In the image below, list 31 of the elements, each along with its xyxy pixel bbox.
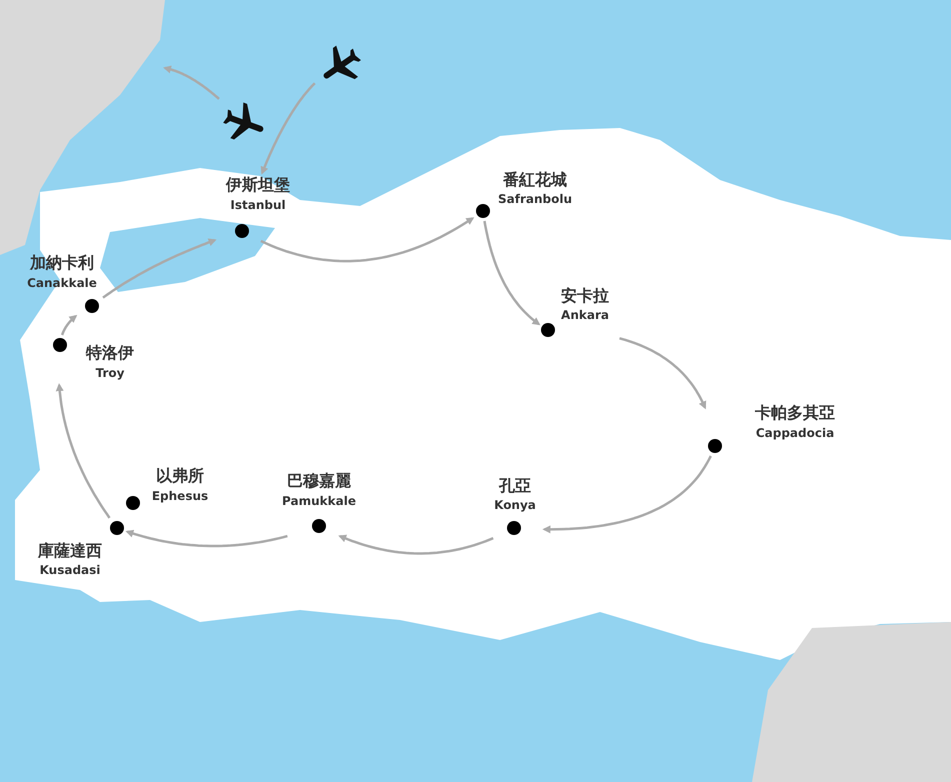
place-name: 孔亞 [499, 478, 531, 494]
place-name: 安卡拉 [561, 288, 609, 304]
route-arrow [125, 530, 288, 548]
route-arrow [260, 82, 316, 175]
place-name: 以弗所 [156, 468, 204, 484]
place-name: 庫薩達西 [38, 543, 102, 559]
place-name: 加納卡利 [30, 255, 94, 271]
place-name: Konya [494, 499, 536, 511]
place-name: Pamukkale [282, 495, 356, 507]
place-name: 特洛伊 [86, 345, 134, 361]
place-name: Safranbolu [498, 193, 572, 205]
place-name: 番紅花城 [503, 172, 567, 188]
place-name: 卡帕多其亞 [755, 405, 835, 421]
place-name: 巴穆嘉麗 [287, 473, 351, 489]
route-arrow [338, 534, 494, 555]
route-arrow [542, 455, 712, 534]
route-arrow [163, 66, 220, 100]
place-name: Ephesus [152, 490, 208, 502]
place-name: Cappadocia [756, 427, 834, 439]
place-name: Troy [96, 367, 124, 379]
place-name: Istanbul [230, 199, 286, 211]
route-arrow [56, 383, 111, 519]
route-arrow [102, 238, 217, 299]
route-arrow [483, 220, 540, 326]
route-arrow [60, 314, 78, 336]
route-arrow [619, 337, 706, 410]
place-name: 伊斯坦堡 [226, 177, 290, 193]
place-name: Canakkale [27, 277, 97, 289]
place-name: Ankara [561, 309, 609, 321]
route-arrow [260, 217, 474, 262]
place-name: Kusadasi [40, 564, 100, 576]
